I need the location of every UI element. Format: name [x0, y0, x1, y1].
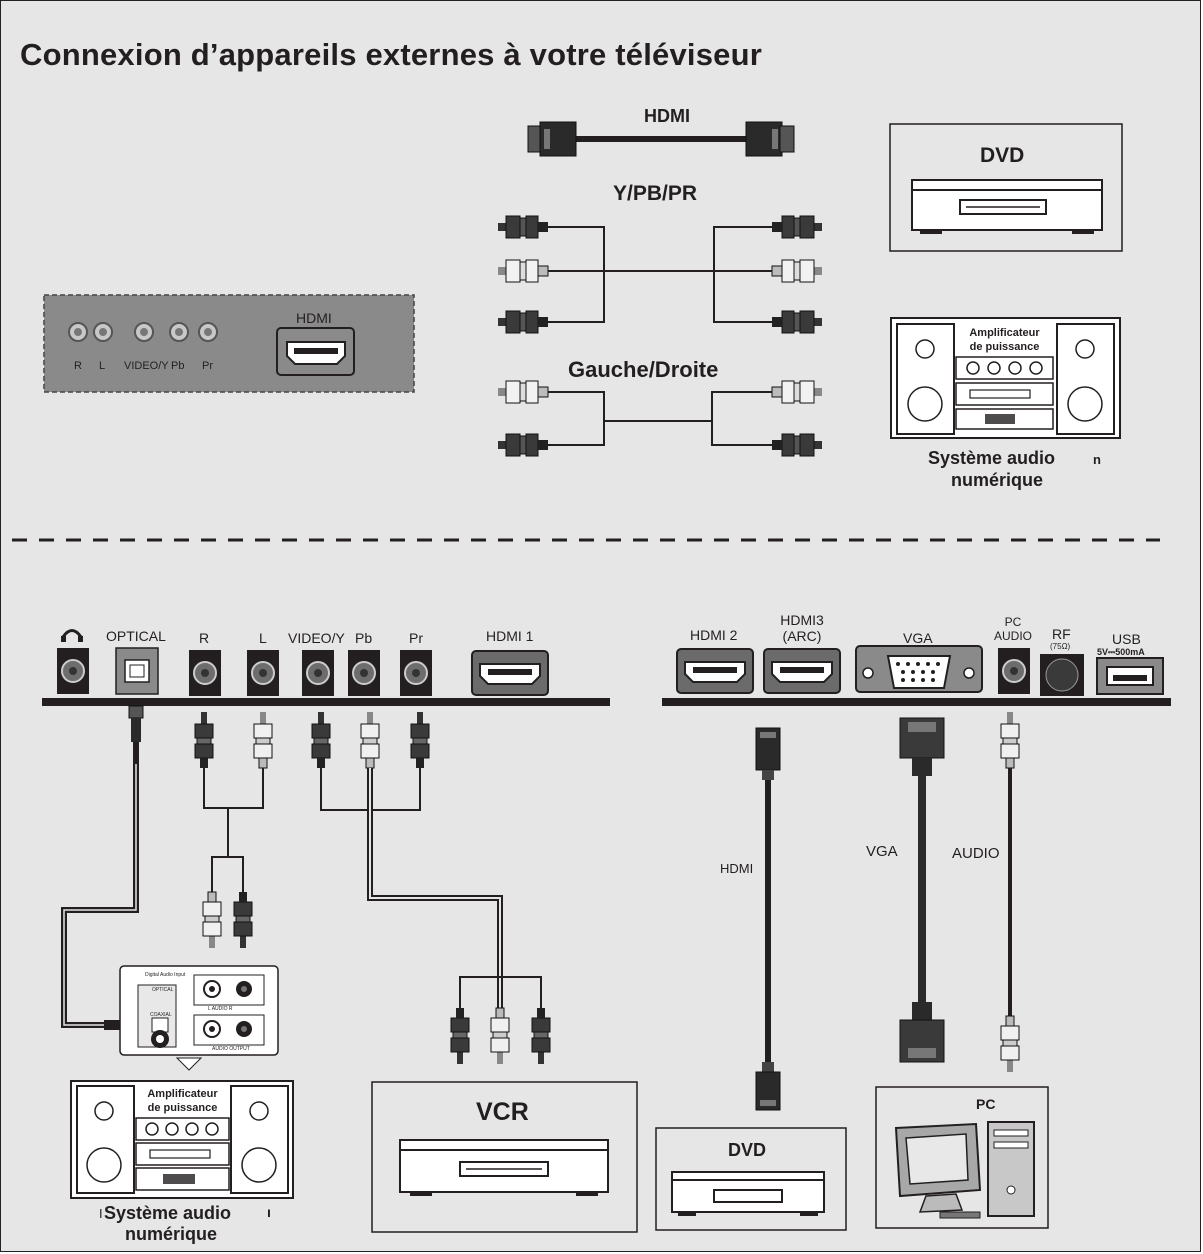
vcr-label: VCR — [476, 1098, 529, 1126]
rca-jack-video-icon — [134, 322, 154, 342]
panel-label-l: L — [99, 360, 106, 372]
port-label-usb-spec: 5V⎓500mA — [1097, 647, 1145, 657]
port-label-r: R — [199, 630, 210, 646]
audio-system-bottom-line1: Système audio — [104, 1203, 232, 1223]
rca-jack-pr-icon — [198, 322, 218, 342]
vcr-icon — [399, 1139, 609, 1196]
audio-system-label-line2: numérique — [951, 470, 1044, 490]
pc-audio-jack-icon — [997, 647, 1031, 695]
panel-label-pr: Pr — [202, 360, 213, 372]
port-label-pb: Pb — [355, 630, 373, 646]
audio-r-jack-icon — [188, 649, 222, 697]
pc-box — [875, 1086, 1049, 1229]
port-label-pc-audio: AUDIO — [993, 629, 1032, 643]
pc-label: PC — [976, 1096, 996, 1112]
port-label-hdmi1: HDMI 1 — [486, 628, 534, 644]
tv-rear-panel-left — [42, 698, 610, 706]
audio-system-bottom-line2: numérique — [125, 1224, 218, 1244]
hdmi-cable-label: HDMI — [644, 106, 690, 126]
vga-cable-icon — [899, 717, 945, 1063]
receiver-optical-label: OPTICAL — [152, 987, 174, 993]
hdmi-vertical-cable-icon — [755, 727, 781, 1111]
component-cable-icon — [497, 215, 823, 334]
receiver-digital-input-label: Digital Audio Input — [145, 972, 186, 978]
panel-label-hdmi: HDMI — [296, 310, 332, 326]
rl-audio-cable-icon — [194, 711, 273, 949]
pb-jack-icon — [347, 649, 381, 697]
audio-system-bottom-mark-right: ı — [267, 1204, 271, 1220]
amp-bottom-line2: de puissance — [147, 1102, 218, 1114]
hdmi-port-icon — [276, 327, 355, 376]
audio-l-jack-icon — [246, 649, 280, 697]
receiver-audio-in-label: L AUDIO R — [208, 1006, 233, 1012]
port-label-rf: RF — [1052, 626, 1071, 642]
pc-icon — [894, 1121, 1035, 1219]
port-label-vga: VGA — [903, 630, 933, 646]
amp-label-line2: de puissance — [969, 341, 1040, 353]
vga-cable-label: VGA — [866, 843, 898, 860]
dvd-bottom-label: DVD — [728, 1140, 767, 1160]
usb-port-icon — [1096, 657, 1164, 695]
rca-jack-pb-icon — [169, 322, 189, 342]
component-video-cable-icon — [311, 711, 551, 1065]
port-label-pr: Pr — [409, 630, 423, 646]
port-label-hdmi2: HDMI 2 — [690, 627, 738, 643]
hdmi3-port-icon — [763, 648, 841, 694]
panel-label-pb: Pb — [171, 360, 185, 372]
headphone-jack-icon — [56, 629, 90, 695]
audio-receiver-panel — [119, 965, 279, 1071]
amp-bottom-line1: Amplificateur — [147, 1088, 218, 1100]
receiver-coaxial-label: COAXIAL — [150, 1012, 172, 1018]
audio-system-bottom-mark-left: I — [99, 1206, 103, 1221]
rf-port-icon — [1040, 654, 1084, 696]
port-label-hdmi3: HDMI3 — [780, 612, 824, 628]
dvd-bottom-icon — [671, 1171, 825, 1216]
hdmi-cable-icon — [527, 121, 795, 157]
page-title: Connexion d’appareils externes à votre t… — [20, 37, 763, 72]
port-label-pc: PC — [1004, 615, 1022, 629]
port-label-arc: (ARC) — [782, 628, 822, 644]
audio-cable-label: Gauche/Droite — [568, 357, 719, 382]
port-label-l: L — [259, 630, 267, 646]
audio-cable-icon — [497, 380, 823, 457]
dvd-bottom-box — [655, 1127, 847, 1231]
dvd-player-box — [889, 123, 1123, 252]
port-label-video: VIDEO/Y — [288, 630, 345, 646]
tv-rear-panel-right — [662, 698, 1171, 706]
rca-jack-r-icon — [68, 322, 88, 342]
hdmi2-port-icon — [676, 648, 754, 694]
amplifier-icon — [890, 317, 1121, 439]
tv-side-panel — [43, 294, 415, 393]
pr-jack-icon — [399, 649, 433, 697]
pc-audio-cable-icon — [1000, 711, 1020, 1073]
optical-port-icon — [115, 647, 159, 695]
audio-system-mark: n — [1093, 452, 1101, 467]
panel-label-video: VIDEO/Y — [124, 360, 169, 372]
panel-label-r: R — [74, 360, 82, 372]
vga-port-icon — [855, 645, 983, 693]
port-label-optical: OPTICAL — [106, 628, 166, 644]
vcr-box — [371, 1081, 638, 1233]
amplifier-bottom-icon — [70, 1080, 294, 1199]
rca-jack-l-icon — [93, 322, 113, 342]
dvd-label: DVD — [980, 144, 1025, 167]
audio-system-label-line1: Système audio — [928, 448, 1056, 468]
dvd-player-icon — [911, 179, 1103, 234]
port-label-rf-ohm: (75Ω) — [1050, 642, 1071, 651]
hdmi1-port-icon — [471, 650, 549, 696]
amp-label-line1: Amplificateur — [969, 327, 1040, 339]
hdmi-cable-bottom-label: HDMI — [720, 861, 754, 876]
component-cable-label: Y/PB/PR — [613, 182, 698, 205]
port-label-usb: USB — [1112, 631, 1141, 647]
receiver-audio-output-label: AUDIO OUTPUT — [212, 1046, 250, 1052]
audio-cable-bottom-label: AUDIO — [952, 845, 1000, 862]
video-y-jack-icon — [301, 649, 335, 697]
